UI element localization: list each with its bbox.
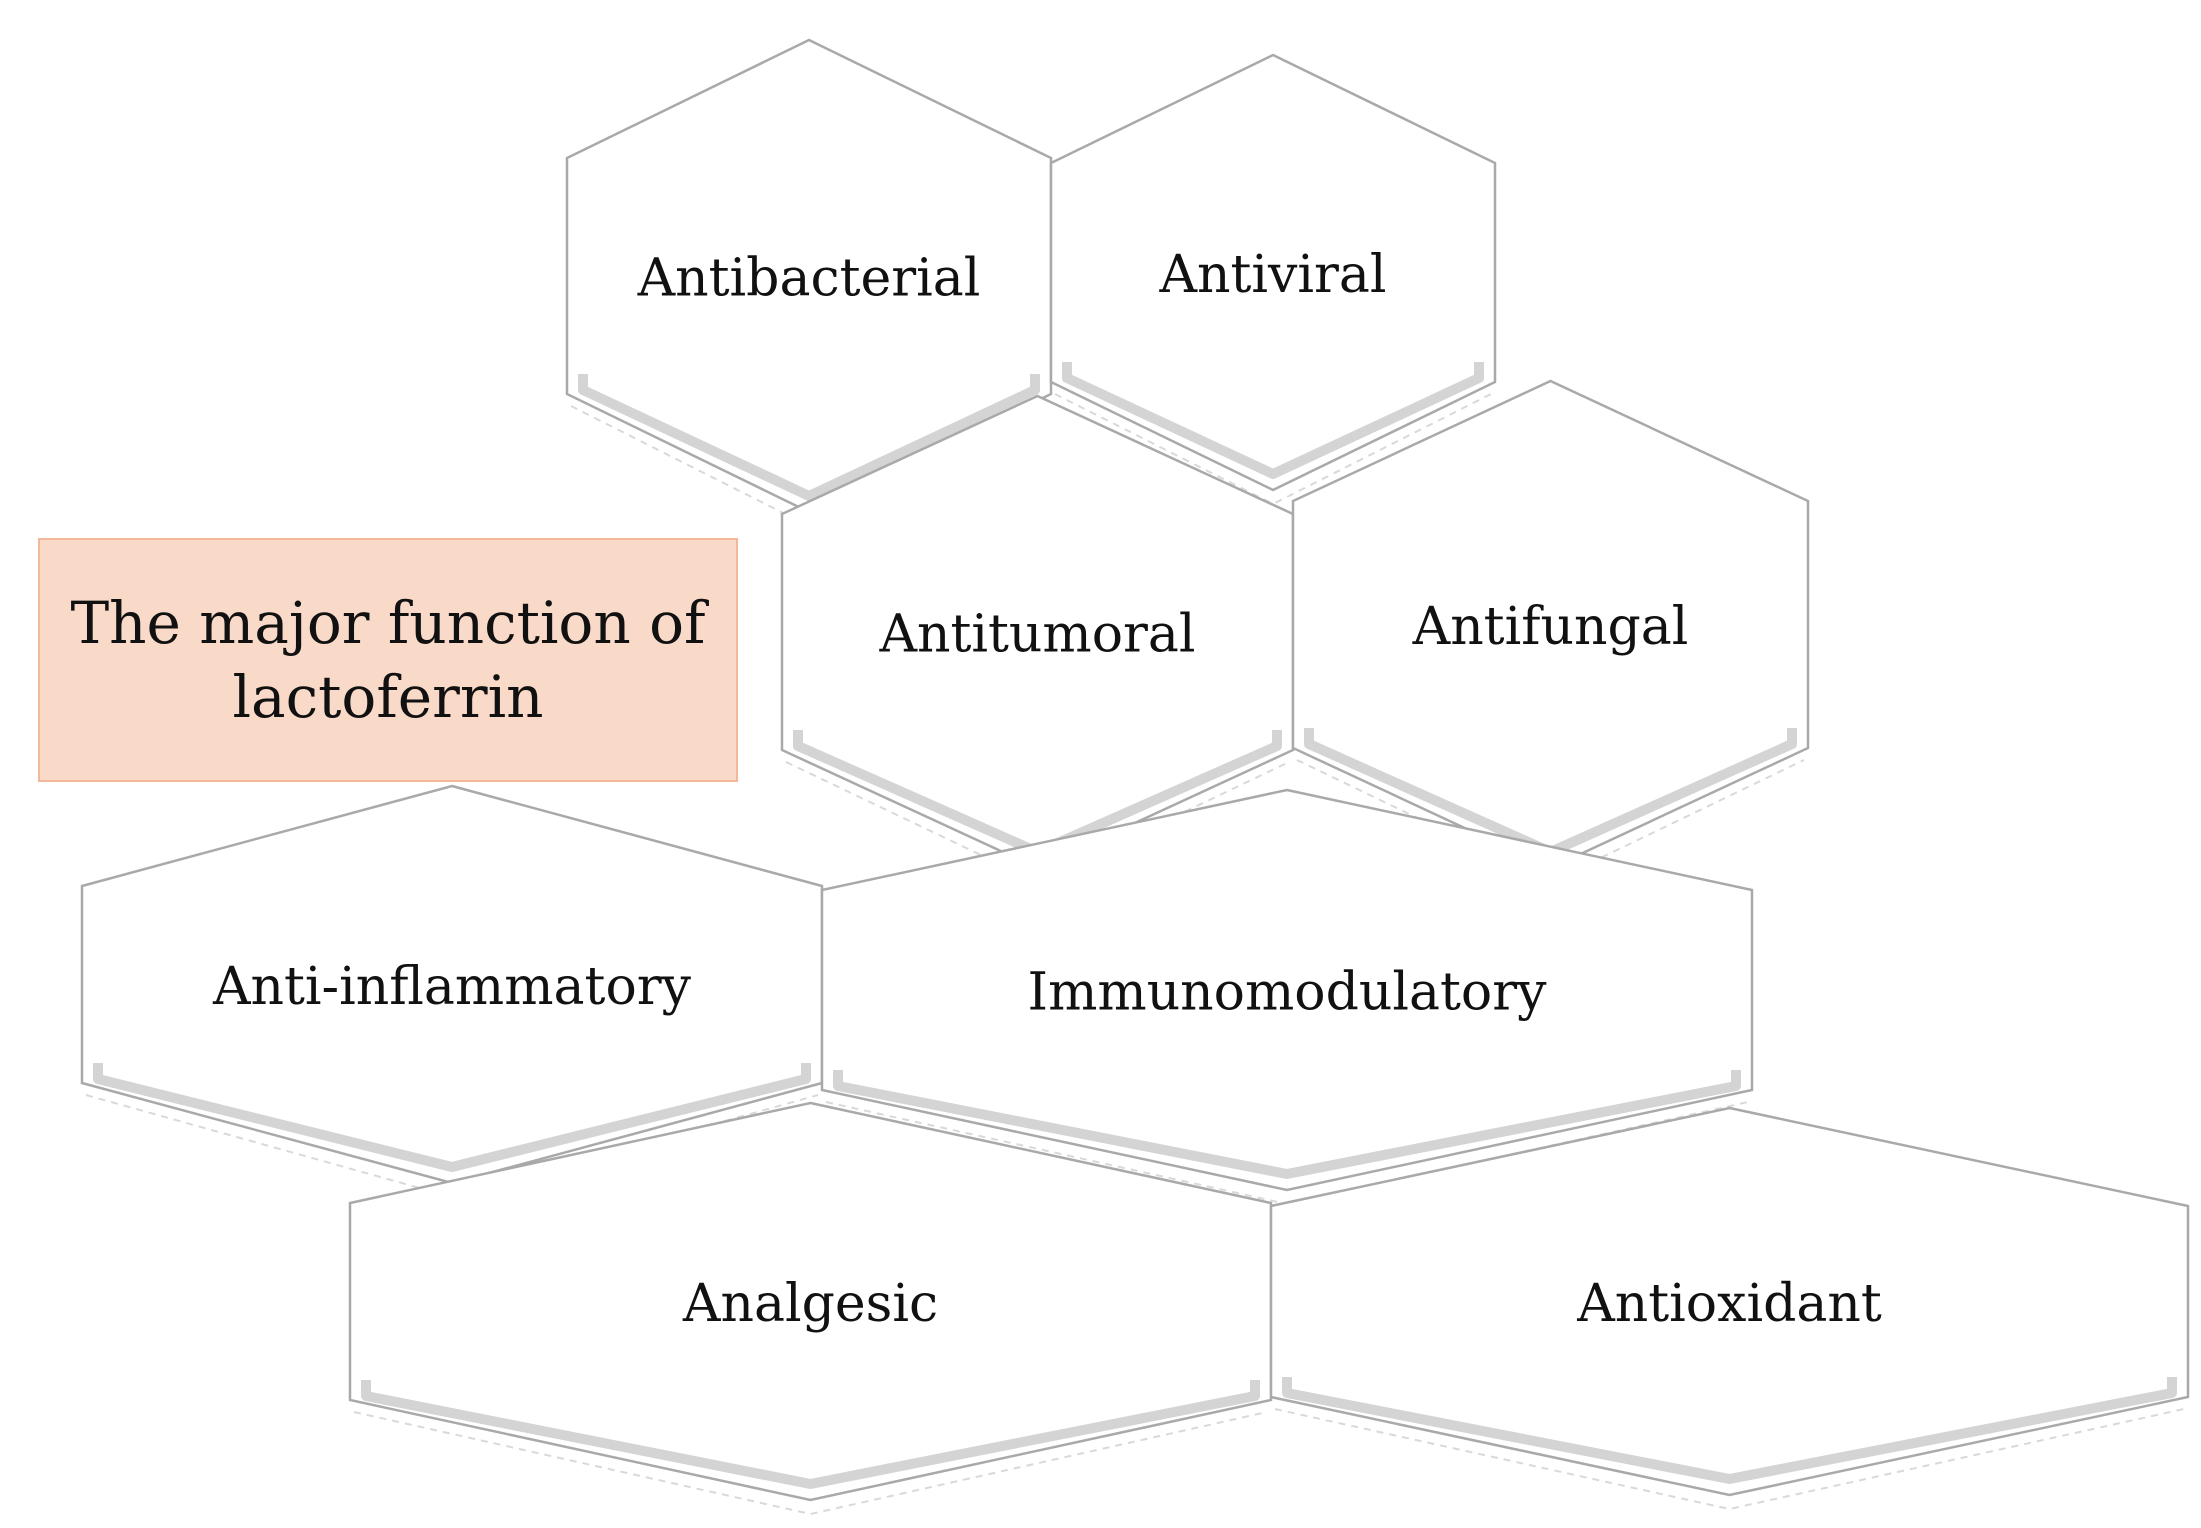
hexagon-label-immunomodulatory: Immunomodulatory — [1028, 963, 1548, 1023]
hexagon-anti-inflammatory: Anti-inflammatory — [80, 784, 824, 1199]
hexagon-label-antioxidant: Antioxidant — [1576, 1274, 1882, 1334]
hexagon-shape — [820, 788, 1754, 1192]
hexagon-antifungal: Antifungal — [1291, 379, 1810, 884]
title-text: The major function of lactoferrin — [70, 586, 705, 734]
hexagon-shade — [1282, 1377, 2177, 1484]
hexagon-shape — [1049, 53, 1497, 492]
hexagon-antitumoral: Antitumoral — [780, 394, 1295, 884]
hexagon-label-antibacterial: Antibacterial — [637, 249, 981, 309]
hexagon-label-antifungal: Antifungal — [1412, 597, 1689, 657]
hexagon-antiviral: Antiviral — [1049, 53, 1497, 506]
hexagon-reflection — [1054, 393, 1492, 506]
hexagon-antibacterial: Antibacterial — [565, 38, 1053, 528]
hexagon-shape — [348, 1101, 1273, 1502]
hexagon-label-anti-inflammatory: Anti-inflammatory — [212, 957, 692, 1017]
title-line-2: lactoferrin — [232, 663, 544, 731]
hexagon-shade — [93, 1063, 811, 1172]
title-line-1: The major function of — [70, 589, 706, 657]
hexagon-analgesic: Analgesic — [348, 1101, 1273, 1516]
title-box: The major function of lactoferrin — [38, 538, 738, 782]
hexagon-shade — [1062, 362, 1484, 479]
hexagon-antioxidant: Antioxidant — [1269, 1106, 2190, 1511]
hexagon-shade — [833, 1070, 1741, 1179]
hexagon-shade — [361, 1380, 1260, 1489]
hexagon-shape — [1269, 1106, 2190, 1497]
hexagon-reflection — [1296, 759, 1805, 884]
hexagon-shade — [578, 374, 1040, 501]
hexagon-label-antiviral: Antiviral — [1158, 245, 1386, 305]
hexagon-label-antitumoral: Antitumoral — [878, 605, 1195, 665]
hexagon-label-analgesic: Analgesic — [682, 1274, 938, 1334]
